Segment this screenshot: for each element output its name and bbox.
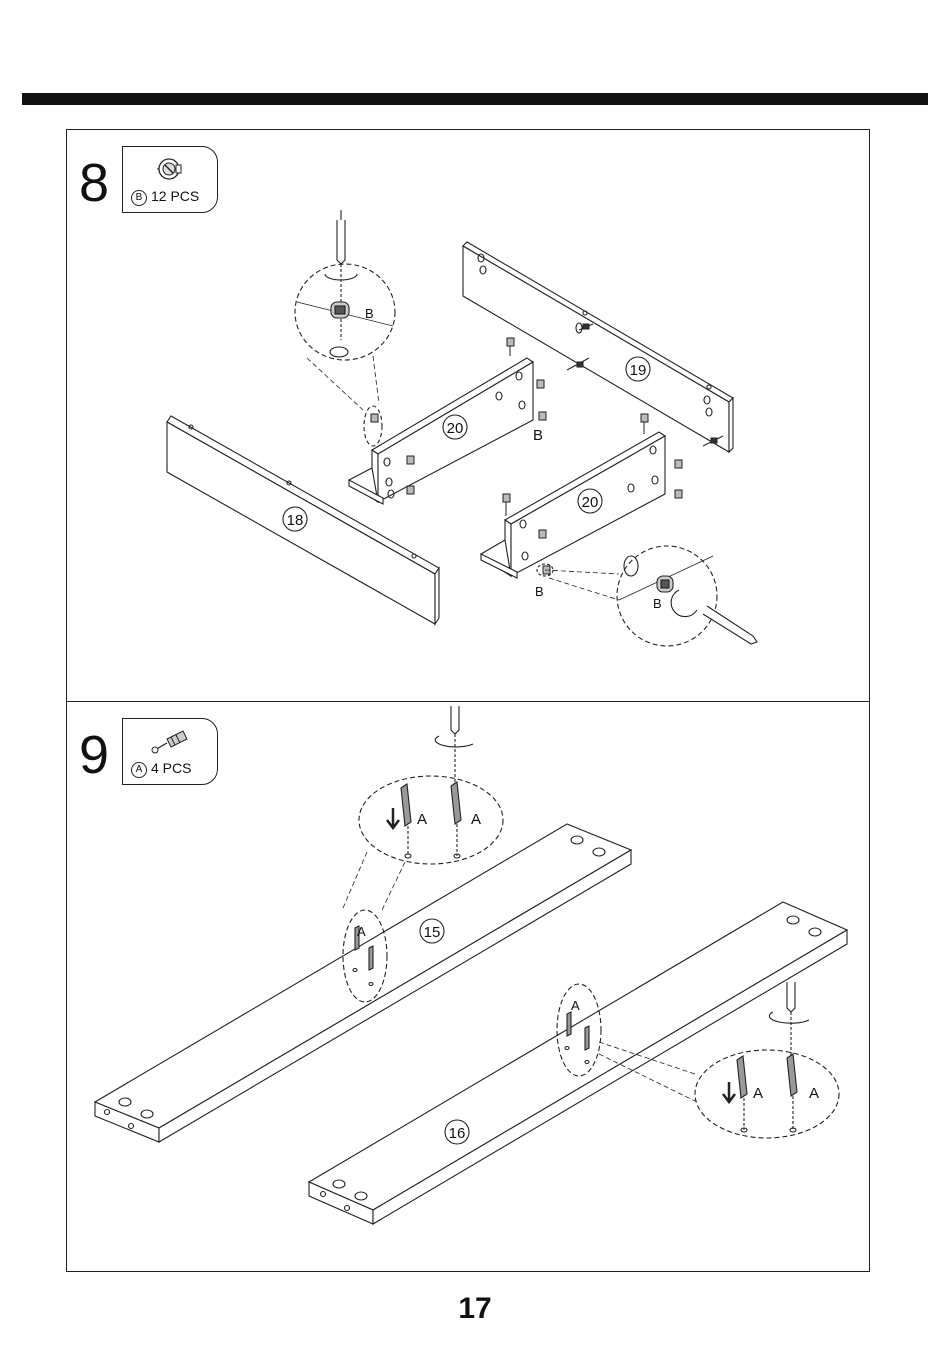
callout-letter: A [357,924,366,939]
callout-letter: A [417,811,427,828]
screwdriver-icon [787,982,795,1012]
callout-letter: B [535,584,544,599]
callout-letter: A [809,1085,819,1102]
part-label-16: 16 [445,1120,469,1144]
svg-text:19: 19 [630,362,647,379]
header-rule [22,93,928,105]
svg-text:16: 16 [449,1125,466,1142]
svg-text:20: 20 [582,494,599,511]
callout-letter: A [753,1085,763,1102]
part-label-20-lower: 20 [578,489,602,513]
part-label-18: 18 [283,507,307,531]
svg-text:15: 15 [424,924,441,941]
callout-letter: B [653,596,662,611]
rotate-arrow-icon [435,736,473,747]
part-label-20-upper: 20 [443,415,467,439]
callout-letter: A [471,811,481,828]
page-number: 17 [0,1292,950,1326]
screwdriver-icon [703,606,757,644]
screwdriver-icon [337,220,345,264]
detail-magnifier-top [295,210,395,446]
part-label-15: 15 [420,919,444,943]
step-9-drawing: 15 16 A A A A A A [67,702,871,1273]
callout-letter: B [365,306,374,321]
svg-text:18: 18 [287,512,304,529]
step-8-drawing: 18 19 20 20 B B B B [67,130,871,703]
detail-magnifier-bottom [537,546,757,646]
part-label-19: 19 [626,357,650,381]
bracket-20-upper [349,358,533,504]
svg-text:20: 20 [447,420,464,437]
screwdriver-icon [451,706,459,734]
callout-letter: A [571,998,580,1013]
callout-letter: B [533,427,543,444]
rotate-arrow-icon [769,1012,809,1023]
